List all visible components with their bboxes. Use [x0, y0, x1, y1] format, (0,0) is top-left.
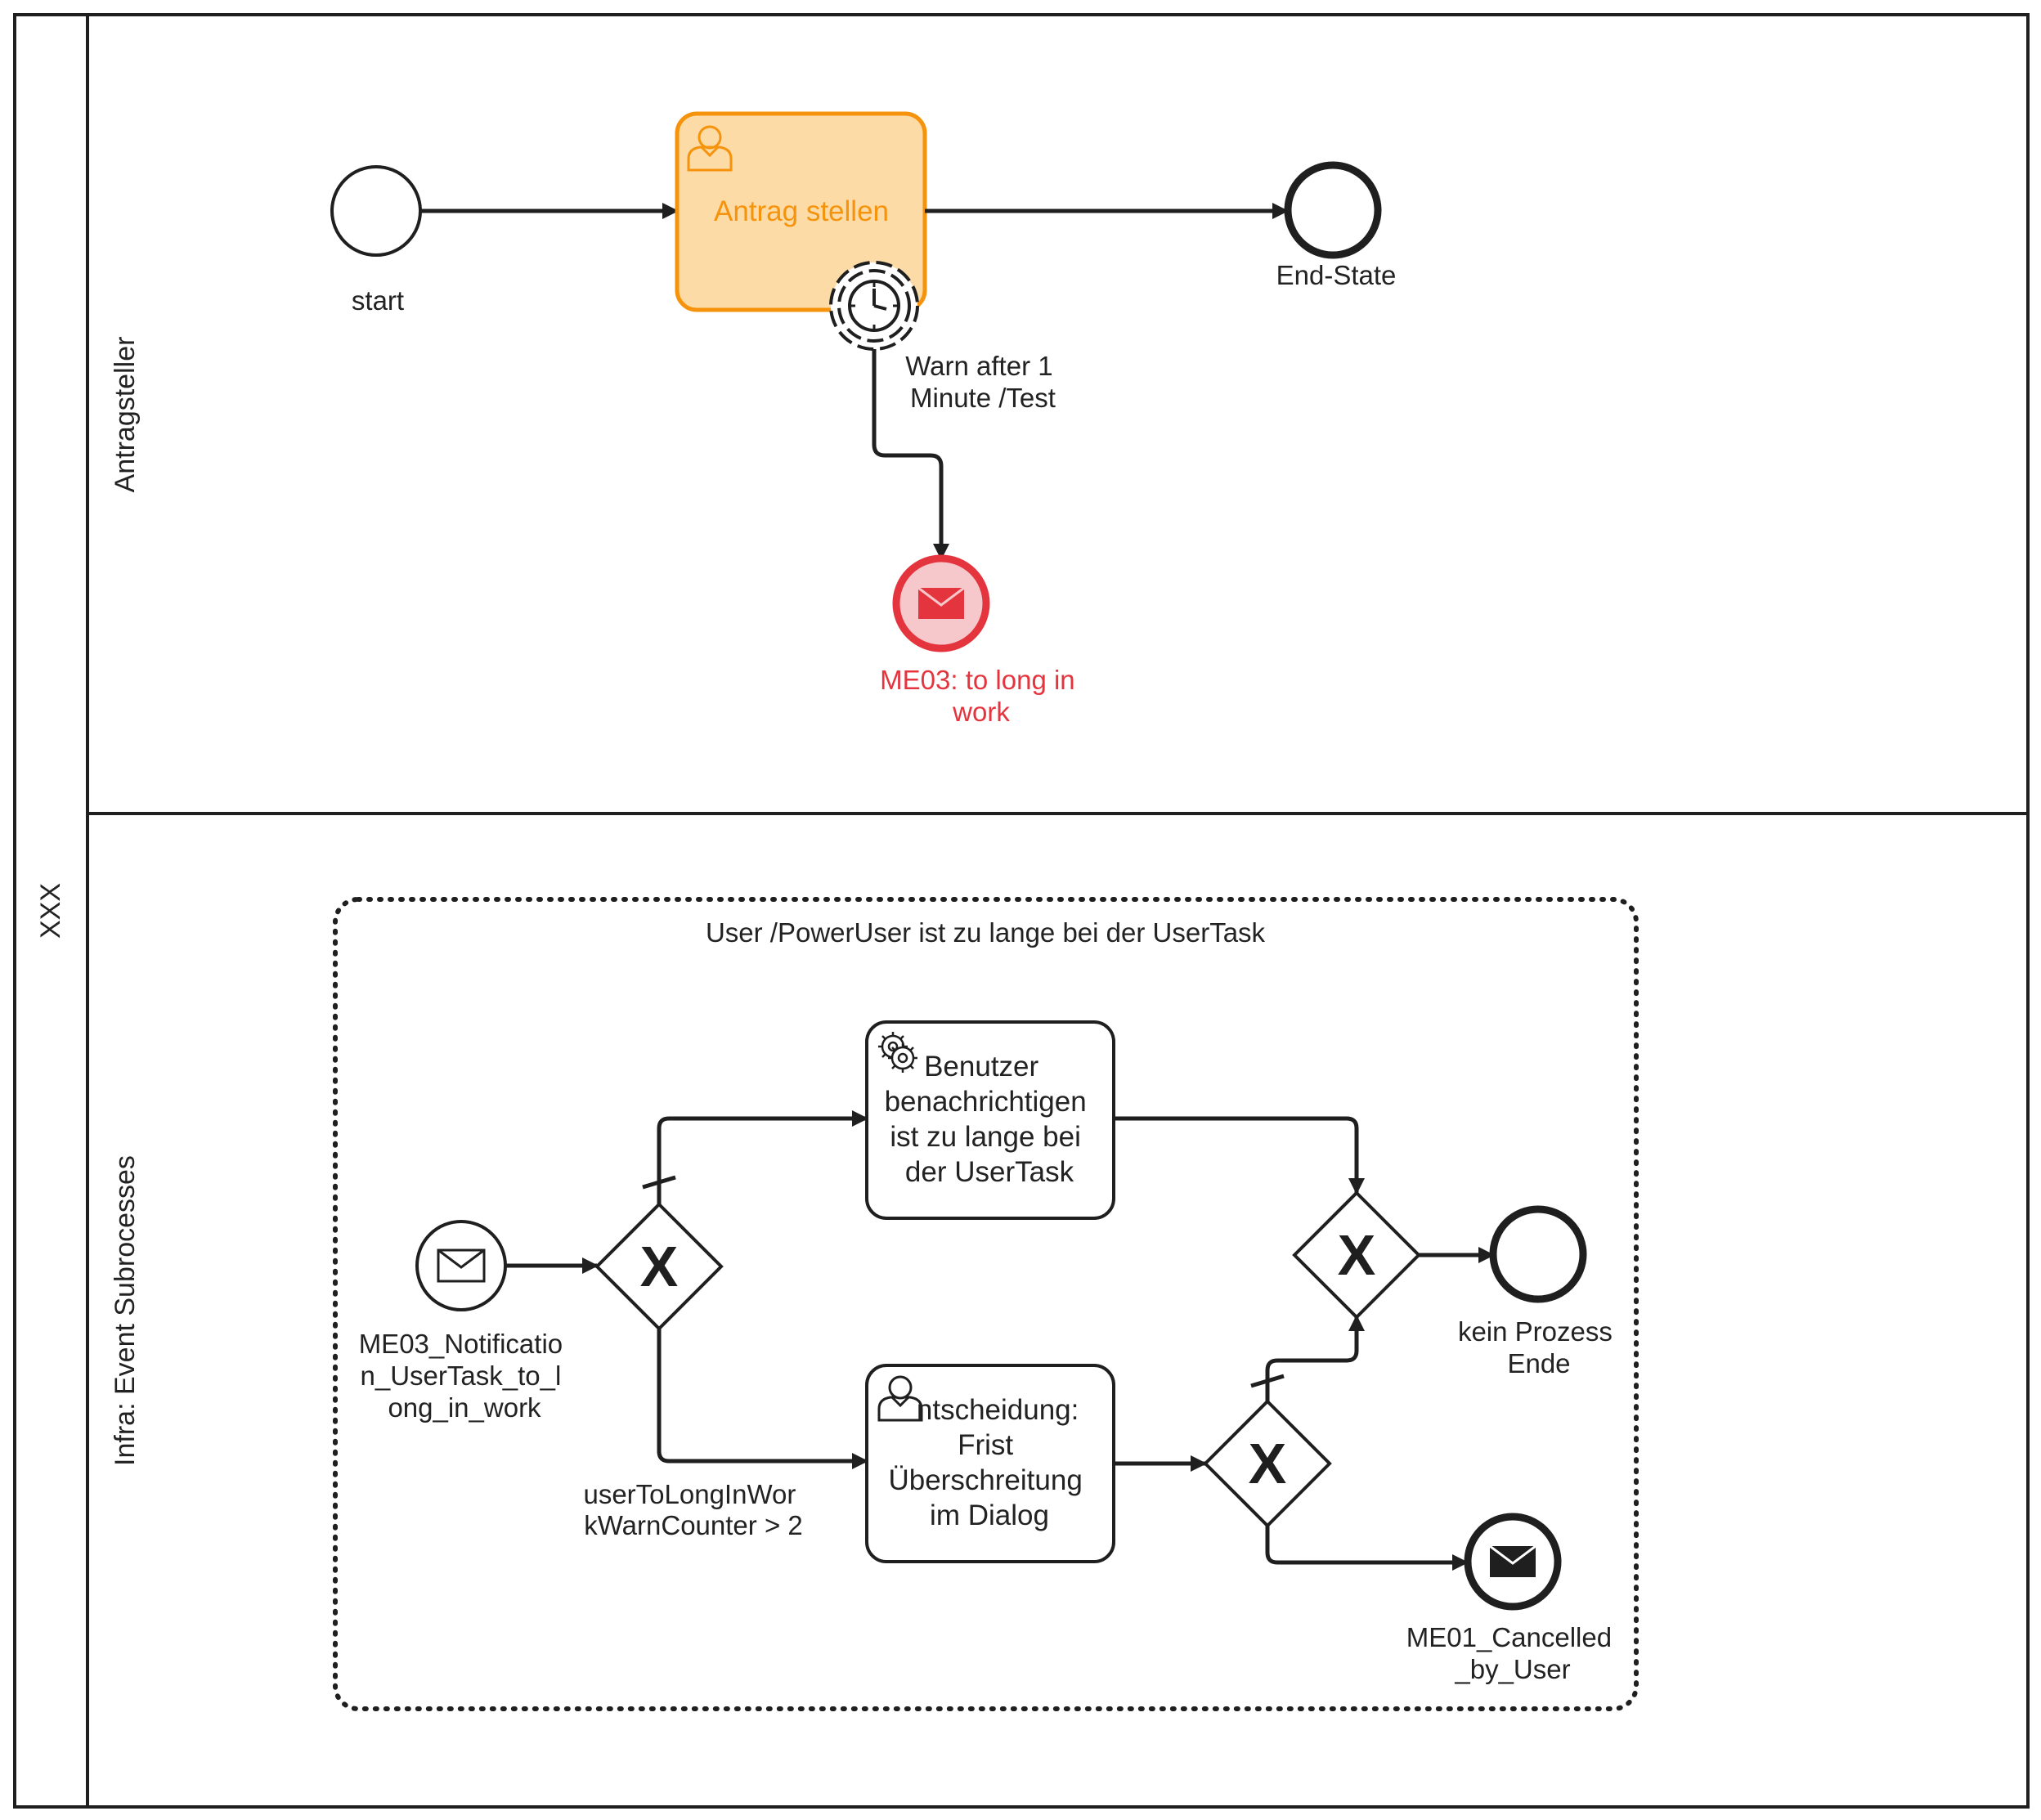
message-end-me01-line-1: ME01_Cancelled — [1406, 1622, 1612, 1652]
event-subprocess[interactable] — [333, 897, 1639, 1711]
gateway-decision-symbol: X — [1249, 1432, 1287, 1495]
subprocess-title: User /PowerUser ist zu lange bei der Use… — [706, 917, 1266, 948]
condition-label-line-1: userToLongInWor — [583, 1479, 796, 1509]
user-task-icon — [687, 125, 733, 172]
flow-notify-task-to-gateway-3 — [1114, 1116, 1365, 1195]
end-event-kein-prozess-line-1: kein Prozess — [1458, 1316, 1613, 1347]
gear-icon — [878, 1032, 917, 1073]
message-end-me01-line-2: _by_User — [1454, 1654, 1570, 1684]
message-end-me03-label-line-2: work — [952, 697, 1010, 727]
clock-icon — [848, 280, 900, 332]
message-start-label-line-2: n_UserTask_to_l — [361, 1361, 562, 1391]
user-task-decision-line-4: im Dialog — [930, 1499, 1049, 1531]
gateway-split-symbol: X — [640, 1235, 679, 1298]
message-end-me03-label: ME03: to long in work — [880, 665, 1083, 727]
user-task-decision-label: ntscheidung: Frist Überschreitung im Dia… — [888, 1394, 1090, 1531]
timer-label-line-1: Warn after 1 — [905, 351, 1052, 381]
exclusive-gateway-merge[interactable]: X — [1292, 1190, 1421, 1320]
message-start-label-line-3: ong_in_work — [388, 1392, 541, 1423]
pool-label: XXX — [35, 883, 66, 939]
exclusive-gateway-decision[interactable]: X — [1203, 1399, 1332, 1528]
condition-label-line-2: kWarnCounter > 2 — [584, 1510, 802, 1540]
user-task-icon-decision — [877, 1375, 923, 1422]
end-event[interactable] — [1284, 161, 1382, 259]
condition-label: userToLongInWor kWarnCounter > 2 — [583, 1479, 803, 1540]
message-start-label-line-1: ME03_Notificatio — [359, 1329, 563, 1359]
message-start-label: ME03_Notificatio n_UserTask_to_l ong_in_… — [359, 1329, 571, 1423]
envelope-icon — [917, 586, 965, 619]
gateway-merge-symbol: X — [1338, 1223, 1376, 1287]
default-flow-marker-2 — [1250, 1374, 1285, 1388]
end-event-kein-prozess-label: kein Prozess Ende — [1458, 1316, 1620, 1378]
service-task-notify-line-3: ist zu lange bei — [890, 1121, 1080, 1153]
envelope-filled-icon — [1489, 1544, 1536, 1577]
timer-label: Warn after 1 Minute /Test — [905, 351, 1061, 413]
flow-gateway-2-to-message-end — [1265, 1526, 1469, 1571]
end-event-label: End-State — [1276, 260, 1397, 290]
user-task-decision-line-2: Frist — [958, 1429, 1013, 1461]
flow-gateway-1-to-decision-task — [657, 1329, 868, 1469]
lane-label-antragsteller: Antragsteller — [110, 337, 141, 493]
exclusive-gateway-split[interactable]: X — [594, 1202, 724, 1331]
flow-gateway-1-to-notify-task — [657, 1110, 868, 1204]
timer-label-line-2: Minute /Test — [910, 383, 1056, 413]
message-end-me01-label: ME01_Cancelled _by_User — [1406, 1622, 1620, 1684]
user-task-decision-line-1: ntscheidung: — [917, 1394, 1079, 1426]
task-antrag-stellen-label: Antrag stellen — [714, 195, 889, 227]
service-task-notify-line-4: der UserTask — [905, 1156, 1074, 1188]
start-event[interactable] — [330, 165, 422, 257]
pool-border — [13, 13, 2030, 1809]
end-event-kein-prozess-line-2: Ende — [1507, 1348, 1570, 1378]
flow-timer-to-message-end — [872, 349, 949, 560]
service-task-notify-line-1: Benutzer — [924, 1051, 1038, 1083]
service-task-notify-label: Benutzer benachrichtigen ist zu lange be… — [885, 1051, 1095, 1188]
lane-label-infra: Infra: Event Subrocesses — [110, 1155, 141, 1466]
message-end-me03-label-line-1: ME03: to long in — [880, 665, 1074, 695]
default-flow-marker — [642, 1175, 676, 1190]
envelope-outline-icon — [437, 1248, 486, 1283]
start-event-label: start — [352, 285, 404, 316]
flow-gateway-2-to-gateway-3 — [1265, 1315, 1365, 1401]
service-task-notify-line-2: benachrichtigen — [885, 1086, 1087, 1118]
user-task-decision-line-3: Überschreitung — [888, 1464, 1082, 1496]
end-event-kein-prozess[interactable] — [1489, 1205, 1587, 1303]
